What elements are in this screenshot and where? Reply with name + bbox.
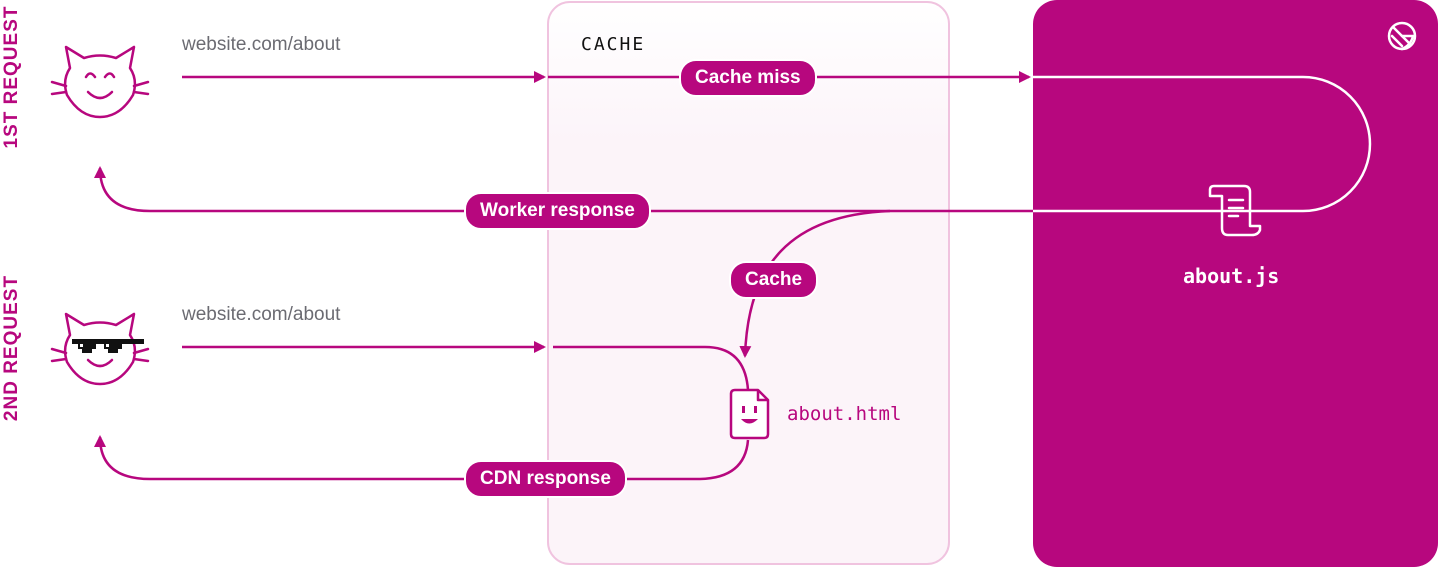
cache-title: CACHE: [581, 34, 646, 55]
request2-url: website.com/about: [182, 304, 341, 325]
second-request-label: 2ND REQUEST: [1, 274, 22, 422]
happy-cat-icon: [50, 45, 150, 119]
cache-write-arrow: [739, 209, 891, 358]
request1-url: website.com/about: [182, 34, 341, 55]
server-loop-path: [1033, 75, 1372, 213]
smiley-document-icon: [729, 388, 770, 440]
worker-response-pill: Worker response: [464, 192, 651, 230]
scroll-script-icon: [1208, 184, 1262, 237]
cdn-response-arrow: [94, 435, 750, 481]
cache-pill: Cache: [729, 261, 819, 299]
server-file-name: about.js: [1183, 264, 1280, 288]
first-request-label: 1ST REQUEST: [1, 5, 22, 149]
cool-cat-sunglasses-icon: [50, 312, 150, 386]
gatsby-logo-icon: [1387, 21, 1417, 51]
worker-response-arrow: [94, 166, 1033, 213]
cdn-response-pill: CDN response: [464, 460, 627, 498]
cache-miss-pill: Cache miss: [679, 59, 817, 97]
server-box: [1033, 0, 1438, 567]
cached-file-name: about.html: [787, 403, 902, 425]
cache-hit-path: [553, 345, 750, 391]
